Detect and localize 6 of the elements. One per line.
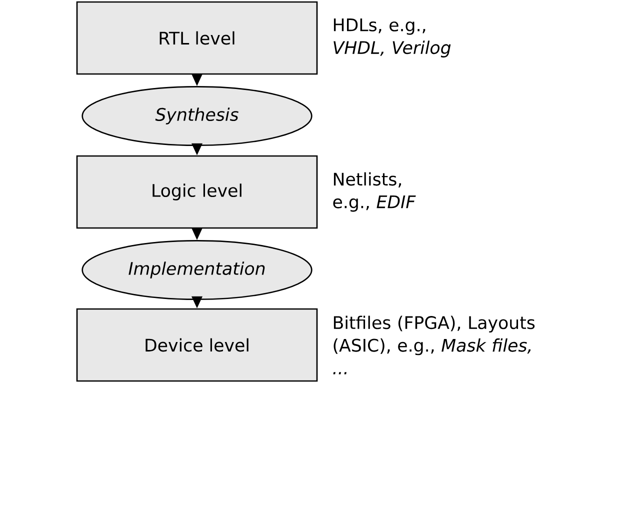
process-box: RTL level	[76, 1, 318, 75]
side-note: Bitfiles (FPGA), Layouts (ASIC), e.g., Mask files, ...	[333, 316, 535, 374]
process-box: Logic level	[76, 155, 318, 229]
side-note: Netlists, e.g., EDIF	[333, 172, 416, 212]
side-note: HDLs, e.g., VHDL, Verilog	[334, 18, 451, 58]
process-box: Device level	[76, 308, 318, 382]
